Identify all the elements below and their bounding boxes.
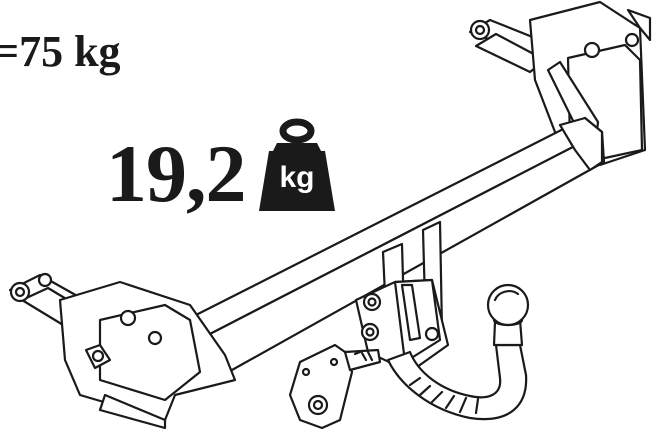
left-mounting-bracket [8, 272, 237, 430]
center-plates [354, 220, 450, 374]
cross-beam [188, 116, 606, 372]
weight-icon [259, 118, 335, 211]
swan-neck-arm [386, 283, 530, 421]
load-capacity-label: =75 kg [0, 27, 121, 76]
weight-icon-unit-label: kg [279, 161, 315, 194]
socket-plate [288, 343, 382, 430]
product-weight-value: 19,2 [106, 128, 246, 219]
